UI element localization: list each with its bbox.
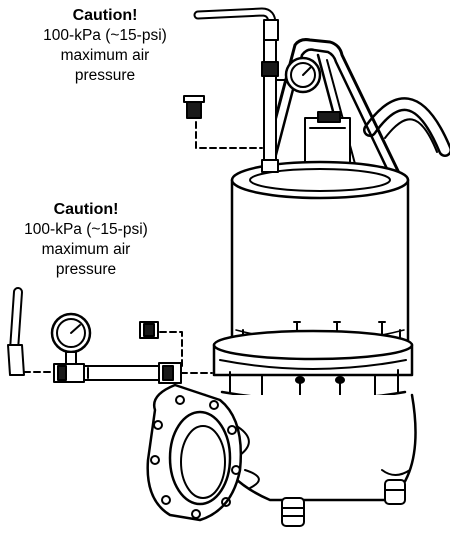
seal-housing [212,329,414,403]
pressure-limit-text: pressure [74,67,136,84]
caution-callout-side: Caution! 100-kPa (~15-psi) maximum air p… [2,200,170,280]
caution-title: Caution! [72,7,138,24]
pressure-limit-text: maximum air [60,47,150,64]
discharge-flange [146,383,242,522]
discharge-hose [363,97,450,157]
pressure-limit-text: 100-kPa (~15-psi) [43,27,167,44]
top-air-test-assembly [183,7,322,173]
side-air-test-assembly [7,287,213,384]
motor-cap [304,111,351,167]
pump-feet [281,479,406,527]
caution-callout-top: Caution! 100-kPa (~15-psi) maximum air p… [30,6,180,86]
pressure-limit-text: pressure [55,261,117,278]
pressure-limit-text: maximum air [41,241,131,258]
pressure-limit-text: 100-kPa (~15-psi) [24,221,148,238]
caution-title: Caution! [53,201,119,218]
